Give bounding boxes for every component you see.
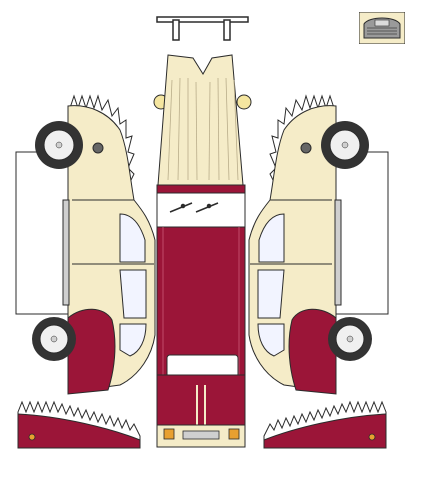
wheel-icon	[321, 121, 369, 169]
wiper-icon	[169, 202, 219, 213]
wheel-icon	[328, 317, 372, 361]
right-side-panel	[248, 94, 389, 395]
left-fender-strip	[17, 400, 141, 449]
left-side-panel	[15, 94, 156, 395]
grille-thumbnail	[358, 11, 406, 45]
wheel-icon	[32, 317, 76, 361]
right-fender-strip	[263, 400, 387, 449]
bumper-piece	[156, 16, 249, 41]
wheel-icon	[35, 121, 83, 169]
grille-icon	[358, 11, 406, 45]
roof-hood-body-piece	[153, 54, 252, 448]
